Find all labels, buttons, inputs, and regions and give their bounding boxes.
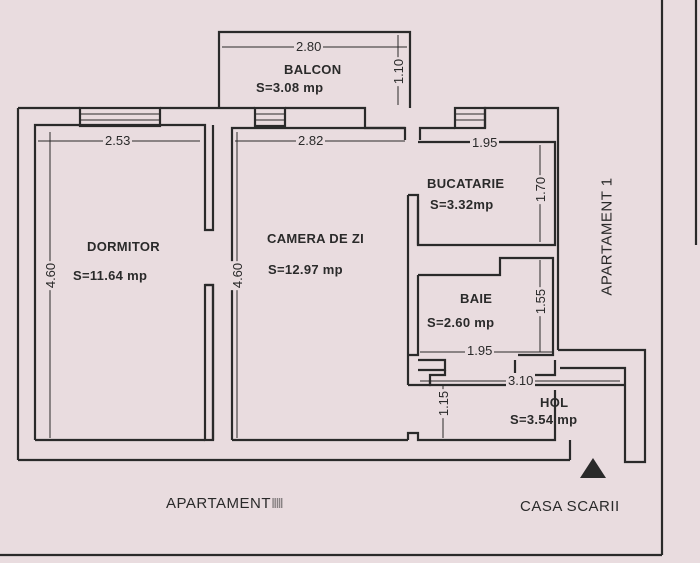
dim-baie-depth: 1.55 xyxy=(533,286,549,317)
balcon-outline xyxy=(217,30,412,108)
triangle-up-icon xyxy=(580,458,606,478)
room-name: BALCON xyxy=(284,62,342,77)
dim-bucatarie-depth: 1.70 xyxy=(533,174,549,205)
dim-hol-width: 3.10 xyxy=(506,373,536,388)
room-area: S=3.32mp xyxy=(430,197,494,212)
dim-hol-depth: 1.15 xyxy=(436,388,452,419)
room-name: HOL xyxy=(540,395,569,410)
label-apartament-bottom-text: APARTAMENT xyxy=(166,495,272,512)
dim-dormitor-width: 2.53 xyxy=(103,133,133,148)
room-name: DORMITOR xyxy=(87,239,160,254)
label-apartament-bottom: APARTAMENTIIIII xyxy=(166,495,284,512)
label-apartament-bottom-suffix: IIIII xyxy=(271,495,284,512)
label-casa-scarii: CASA SCARII xyxy=(520,498,620,515)
room-area: S=12.97 mp xyxy=(268,262,343,277)
dim-dormitor-length: 4.60 xyxy=(43,260,59,291)
room-area: S=2.60 mp xyxy=(427,315,495,330)
room-area: S=3.54 mp xyxy=(510,412,578,427)
dim-bucatarie-width: 1.95 xyxy=(470,135,500,150)
dim-camera-width: 2.82 xyxy=(296,133,326,148)
room-name: BUCATARIE xyxy=(427,176,505,191)
room-name: CAMERA DE ZI xyxy=(267,231,365,246)
dim-balcon-width: 2.80 xyxy=(294,39,324,54)
label-apartament-right: APARTAMENT 1 xyxy=(598,177,616,296)
room-area: S=3.08 mp xyxy=(256,80,324,95)
room-name: BAIE xyxy=(460,291,493,306)
dim-baie-width: 1.95 xyxy=(465,343,495,358)
room-area: S=11.64 mp xyxy=(73,268,148,283)
dim-balcon-depth: 1.10 xyxy=(391,56,407,87)
dim-camera-length: 4.60 xyxy=(230,260,246,291)
